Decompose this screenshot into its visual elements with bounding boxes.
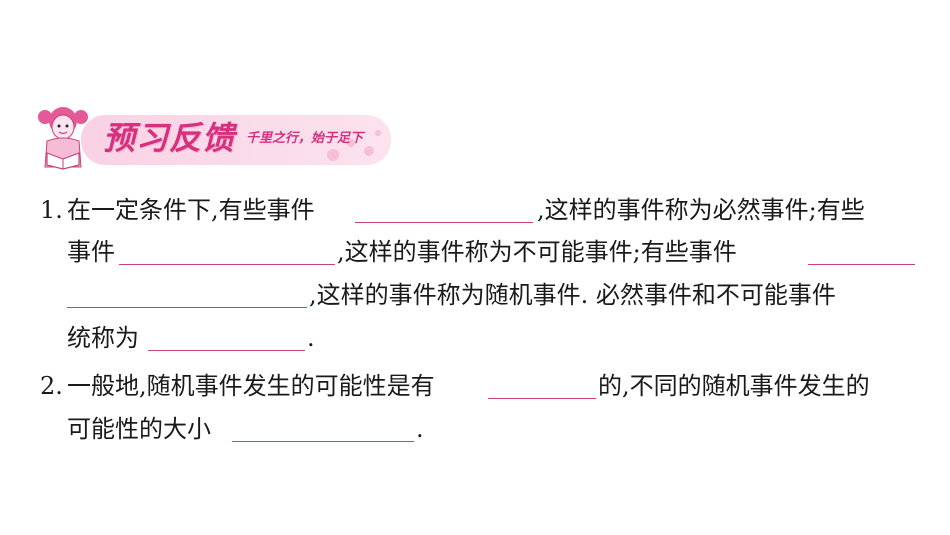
q1-text-2b: ,这样的事件称为不可能事件;有些事件 bbox=[337, 238, 737, 266]
preview-feedback-banner: 预习反馈 千里之行，始于足下 bbox=[33, 97, 395, 177]
q1-text-2a: 事件 bbox=[67, 238, 115, 266]
q1-blank-3-part2[interactable] bbox=[67, 307, 307, 308]
q2-text-1b: 的,不同的随机事件发生的 bbox=[598, 372, 870, 400]
q1-text-3b: ,这样的事件称为随机事件. 必然事件和不可能事件 bbox=[309, 281, 836, 309]
q2-blank-1[interactable] bbox=[488, 398, 596, 399]
q1-text-1b: ,这样的事件称为必然事件;有些 bbox=[537, 196, 865, 224]
q2-text-1a: 一般地,随机事件发生的可能性是有 bbox=[67, 372, 435, 400]
banner-subtitle: 千里之行，始于足下 bbox=[246, 131, 364, 146]
q2-text-2a: 可能性的大小 bbox=[67, 415, 211, 443]
q1-text-4a: 统称为 bbox=[67, 324, 139, 352]
q1-number: 1. bbox=[40, 196, 63, 224]
q1-blank-1[interactable] bbox=[355, 222, 533, 223]
girl-reading-icon bbox=[38, 107, 88, 170]
q1-text-1a: 在一定条件下,有些事件 bbox=[67, 196, 315, 224]
banner-title: 预习反馈 bbox=[103, 119, 236, 157]
banner-decoration bbox=[38, 107, 391, 170]
q2-number: 2. bbox=[40, 372, 63, 400]
q1-blank-3-part1[interactable] bbox=[808, 264, 915, 265]
q1-text-4b: . bbox=[307, 324, 315, 352]
q2-text-2b: . bbox=[416, 415, 424, 443]
q1-blank-4[interactable] bbox=[148, 350, 305, 351]
q1-blank-2[interactable] bbox=[119, 264, 335, 265]
q2-blank-2[interactable] bbox=[232, 441, 414, 442]
